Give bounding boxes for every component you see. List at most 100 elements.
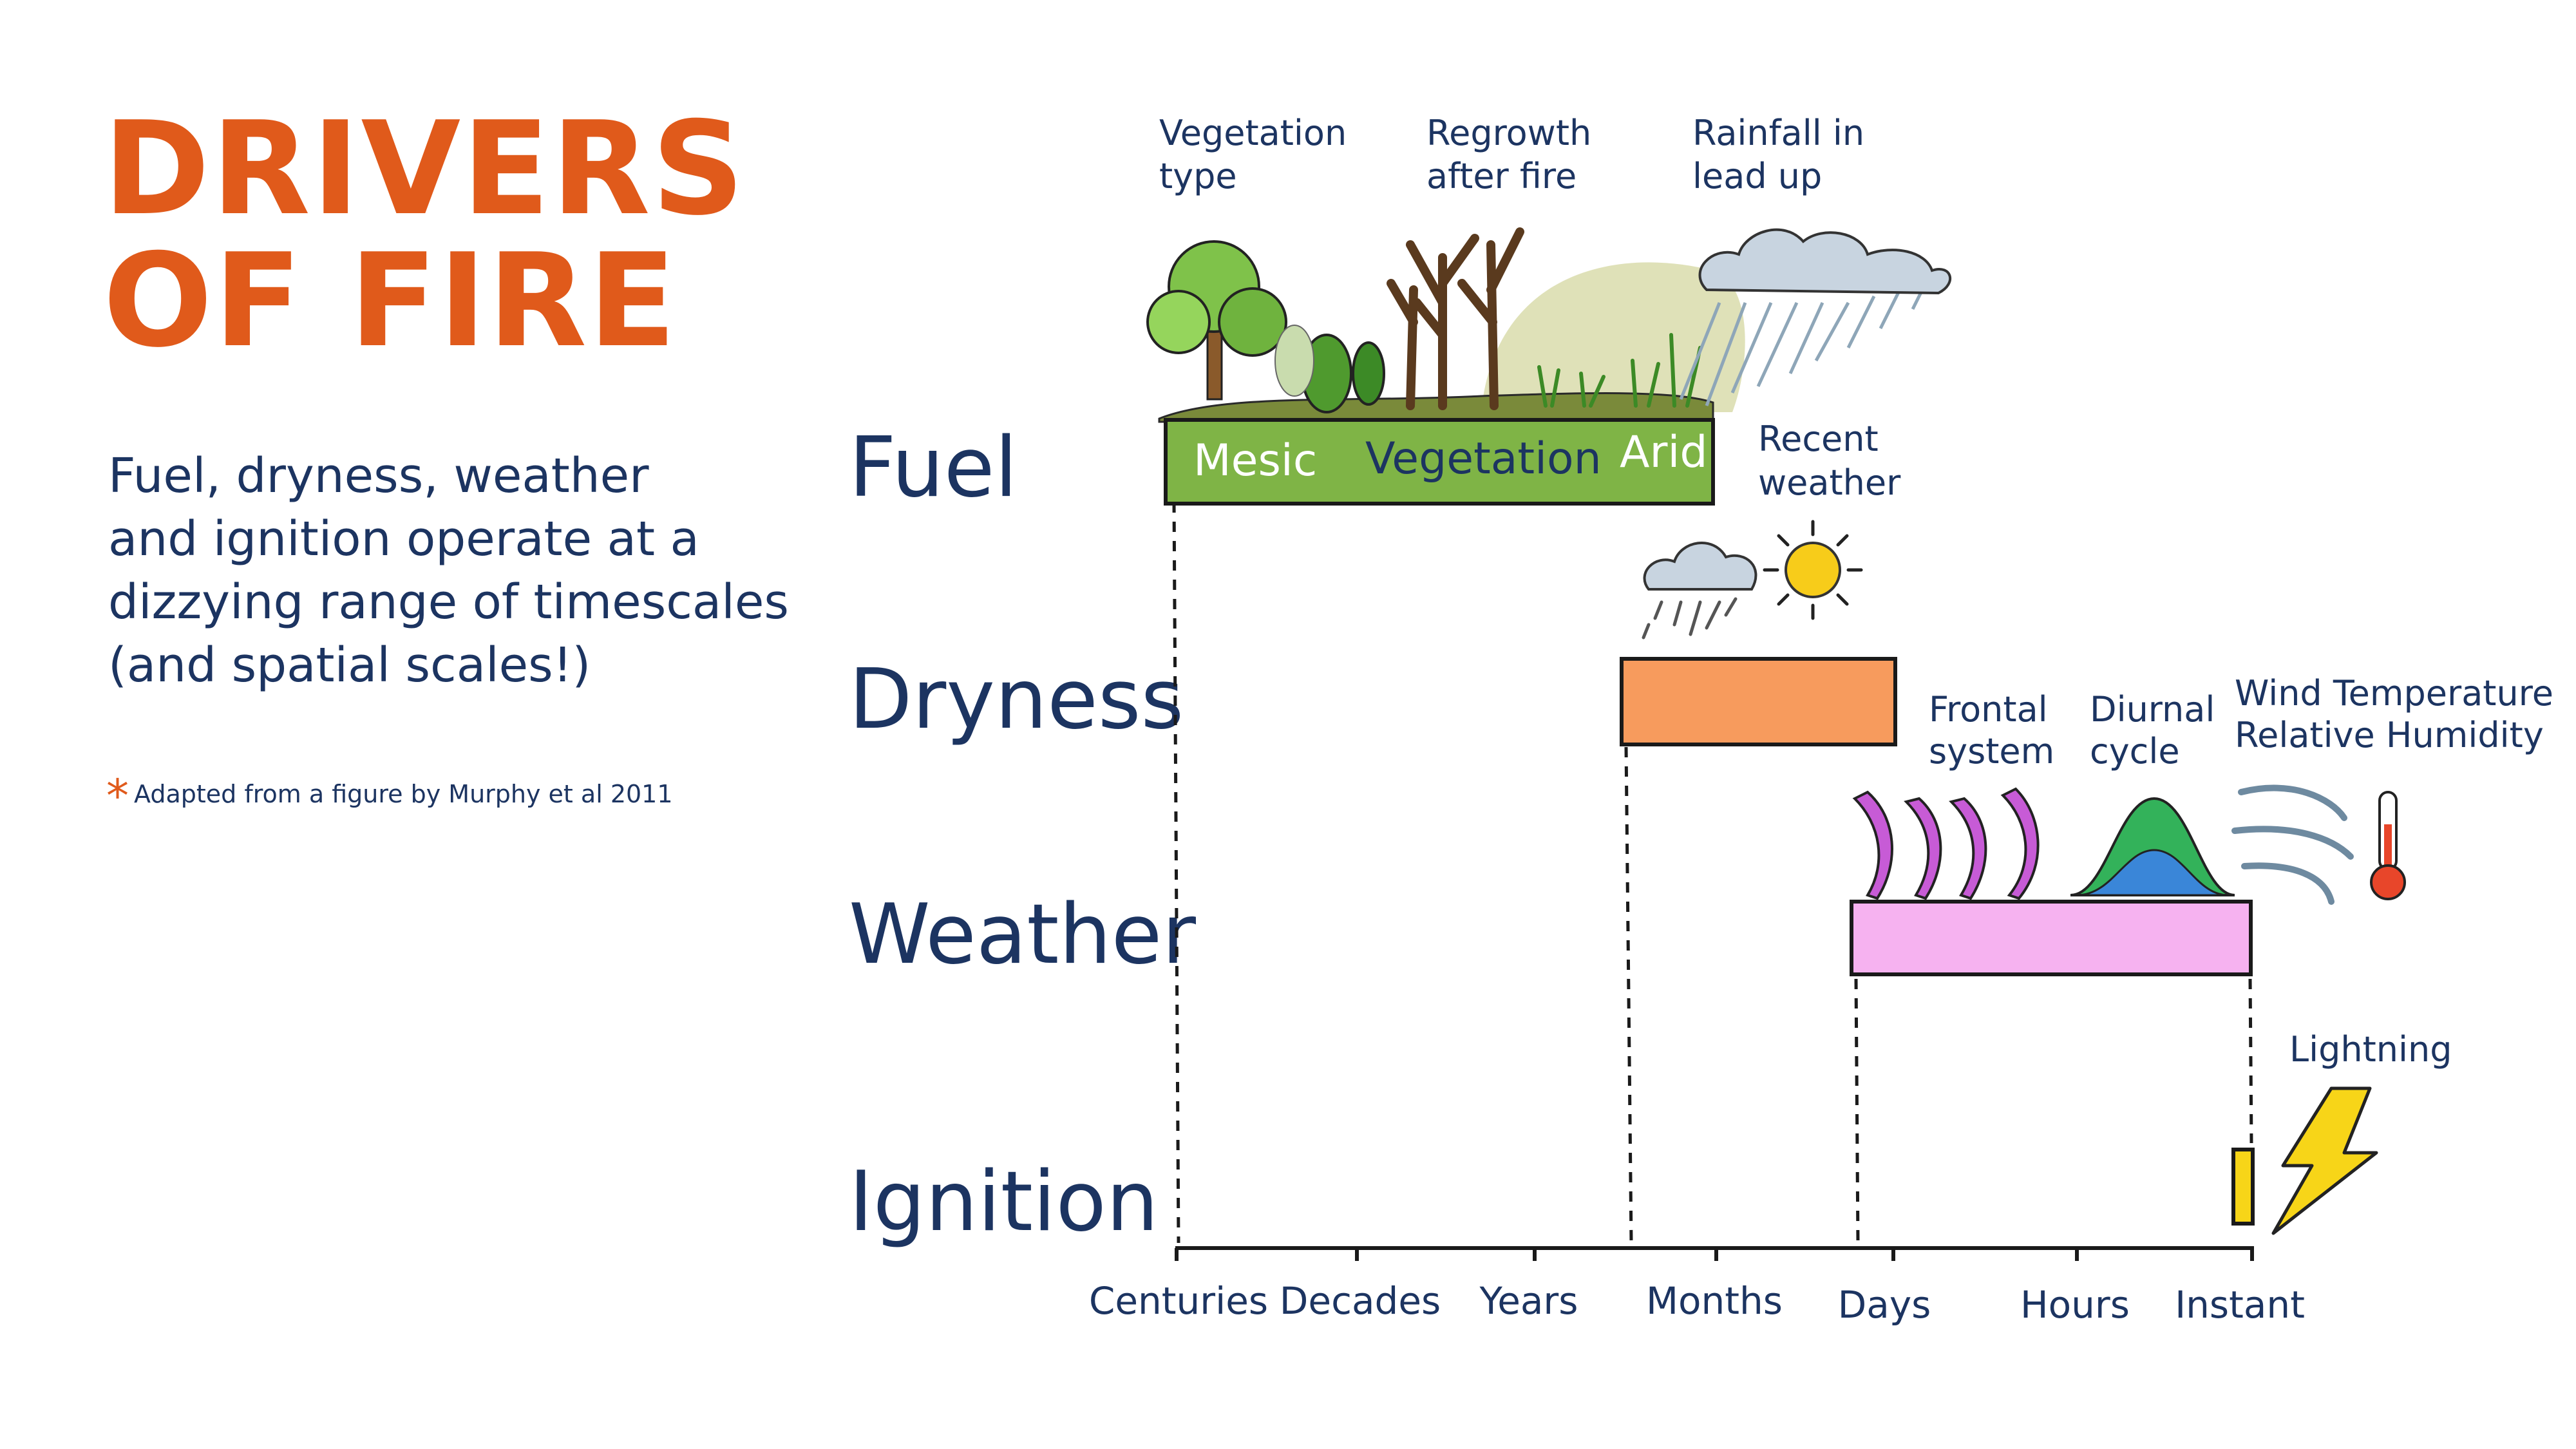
note-recent-line1: Recent [1758, 419, 1879, 459]
dead-tree-1 [1406, 234, 1479, 410]
grass-sprouts [1537, 333, 1702, 408]
note-lightning: Lightning [2289, 1029, 2452, 1070]
shrub-3 [1274, 325, 1314, 397]
ignition-bar [2231, 1148, 2255, 1226]
tree-cluster-icon [1146, 240, 1385, 413]
asterisk-icon: * [106, 770, 129, 822]
front-4 [2000, 787, 2040, 900]
tick-label-instant: Instant [2175, 1283, 2305, 1327]
rain-cloud-icon [1679, 228, 1952, 406]
cloud-shape [1698, 228, 1952, 295]
lightning-icon [2271, 1086, 2378, 1235]
tick-labels: Centuries Decades Years Months Days Hour… [1089, 1279, 2305, 1327]
wind-swirl-3 [2241, 862, 2334, 905]
thermometer-fluid [2384, 824, 2392, 873]
vegetation-scene [1146, 227, 1745, 423]
grass-1 [1537, 365, 1605, 408]
fuel-bar-label-vegetation: Vegetation [1365, 433, 1602, 484]
thermometer-bulb [2370, 864, 2406, 900]
note-rainfall-line2: lead up [1692, 156, 1822, 196]
note-recent-line2: weather [1758, 462, 1901, 503]
guide-dryness [1624, 746, 1633, 1244]
subtitle-line-2: and ignition operate at a [108, 511, 699, 567]
row-label-ignition: Ignition [849, 1154, 1159, 1250]
title-line-2: OF FIRE [103, 226, 677, 376]
subtitle-line-1: Fuel, dryness, weather [108, 448, 649, 504]
wind-icon [2231, 784, 2354, 905]
fuel-bar-label-arid: Arid [1620, 427, 1708, 478]
tick-label-hours: Hours [2020, 1283, 2130, 1327]
tick-label-decades: Decades [1280, 1279, 1441, 1323]
small-rain-cloud-icon [1642, 542, 1757, 639]
sun-rays [1763, 520, 1863, 620]
background-hill [1481, 262, 1745, 412]
annotation-frontal: Frontal system [1929, 689, 2054, 772]
bell-curve-icon [2070, 797, 2235, 896]
shrub-2 [1352, 341, 1385, 406]
dead-tree-2 [1457, 227, 1524, 410]
note-frontal-line2: system [1929, 731, 2054, 772]
tick-label-years: Years [1479, 1279, 1578, 1323]
footnote: *Adapted from a figure by Murphy et al 2… [106, 770, 673, 822]
grass-2 [1631, 333, 1702, 408]
row-label-weather: Weather [849, 887, 1196, 983]
dryness-bar [1620, 657, 1897, 746]
thermometer-icon [2370, 791, 2406, 900]
guide-weather [1854, 978, 1860, 1244]
note-wind-line1: Wind Temperature [2235, 673, 2553, 714]
note-diurnal-line1: Diurnal [2090, 689, 2215, 730]
subtitle-line-3: dizzying range of timescales [108, 574, 789, 630]
dead-trees-icon [1387, 227, 1524, 410]
note-rainfall-line1: Rainfall in [1692, 113, 1864, 153]
tick-label-days: Days [1838, 1283, 1931, 1327]
annotation-wind-temp-rh: Wind Temperature Relative Humidity [2235, 673, 2553, 755]
note-regrowth-line1: Regrowth [1426, 113, 1591, 153]
note-vegetation-line2: type [1159, 156, 1237, 196]
note-regrowth-line2: after fire [1426, 156, 1577, 196]
wind-swirl-1 [2238, 784, 2347, 821]
guide-fuel [1172, 502, 1180, 1244]
sun-icon [1763, 520, 1863, 620]
tree-canopy-3 [1218, 287, 1287, 357]
row-label-dryness: Dryness [849, 652, 1184, 748]
tick-label-centuries: Centuries [1089, 1279, 1268, 1323]
small-rain-drops [1642, 597, 1738, 639]
weather-bar [1850, 900, 2253, 976]
note-frontal-line1: Frontal [1929, 689, 2048, 730]
bell-curve-green [2070, 797, 2235, 896]
tree-canopy-2 [1146, 290, 1211, 354]
front-3 [1949, 797, 1987, 900]
front-2 [1904, 797, 1942, 900]
dashed-guides [1172, 502, 2253, 1244]
bell-curve-blue [2076, 849, 2229, 896]
annotation-regrowth: Regrowth after fire [1426, 113, 1591, 196]
fuel-bar [1164, 418, 1715, 506]
axis-ticks [1175, 1248, 2254, 1261]
dead-tree-3 [1387, 279, 1418, 410]
fuel-bar-label-mesic: Mesic [1193, 435, 1317, 486]
small-cloud-shape [1643, 542, 1757, 591]
annotation-vegetation-type: Vegetation type [1159, 113, 1347, 196]
tree-trunk [1206, 327, 1223, 401]
annotation-diurnal: Diurnal cycle [2090, 689, 2215, 772]
page-title: DRIVERS OF FIRE [103, 103, 746, 367]
sun-disc [1785, 542, 1841, 598]
subtitle: Fuel, dryness, weather and ignition oper… [108, 444, 789, 697]
frontal-system-icon [1852, 787, 2040, 900]
note-wind-line2: Relative Humidity [2235, 715, 2544, 755]
tick-label-months: Months [1646, 1279, 1783, 1323]
guide-weather-end [2248, 978, 2253, 1144]
rain-streaks [1679, 282, 1927, 406]
annotation-recent-weather: Recent weather [1758, 419, 1901, 503]
annotation-rainfall: Rainfall in lead up [1692, 113, 1864, 196]
wind-swirl-2 [2231, 826, 2354, 860]
note-diurnal-line2: cycle [2090, 731, 2180, 772]
ground-strip [1158, 392, 1714, 423]
front-1 [1852, 790, 1893, 900]
row-label-fuel: Fuel [849, 420, 1018, 516]
title-line-1: DRIVERS [103, 94, 746, 244]
note-vegetation-line1: Vegetation [1159, 113, 1347, 153]
footnote-text: Adapted from a figure by Murphy et al 20… [134, 780, 673, 808]
subtitle-line-4: (and spatial scales!) [108, 638, 591, 693]
